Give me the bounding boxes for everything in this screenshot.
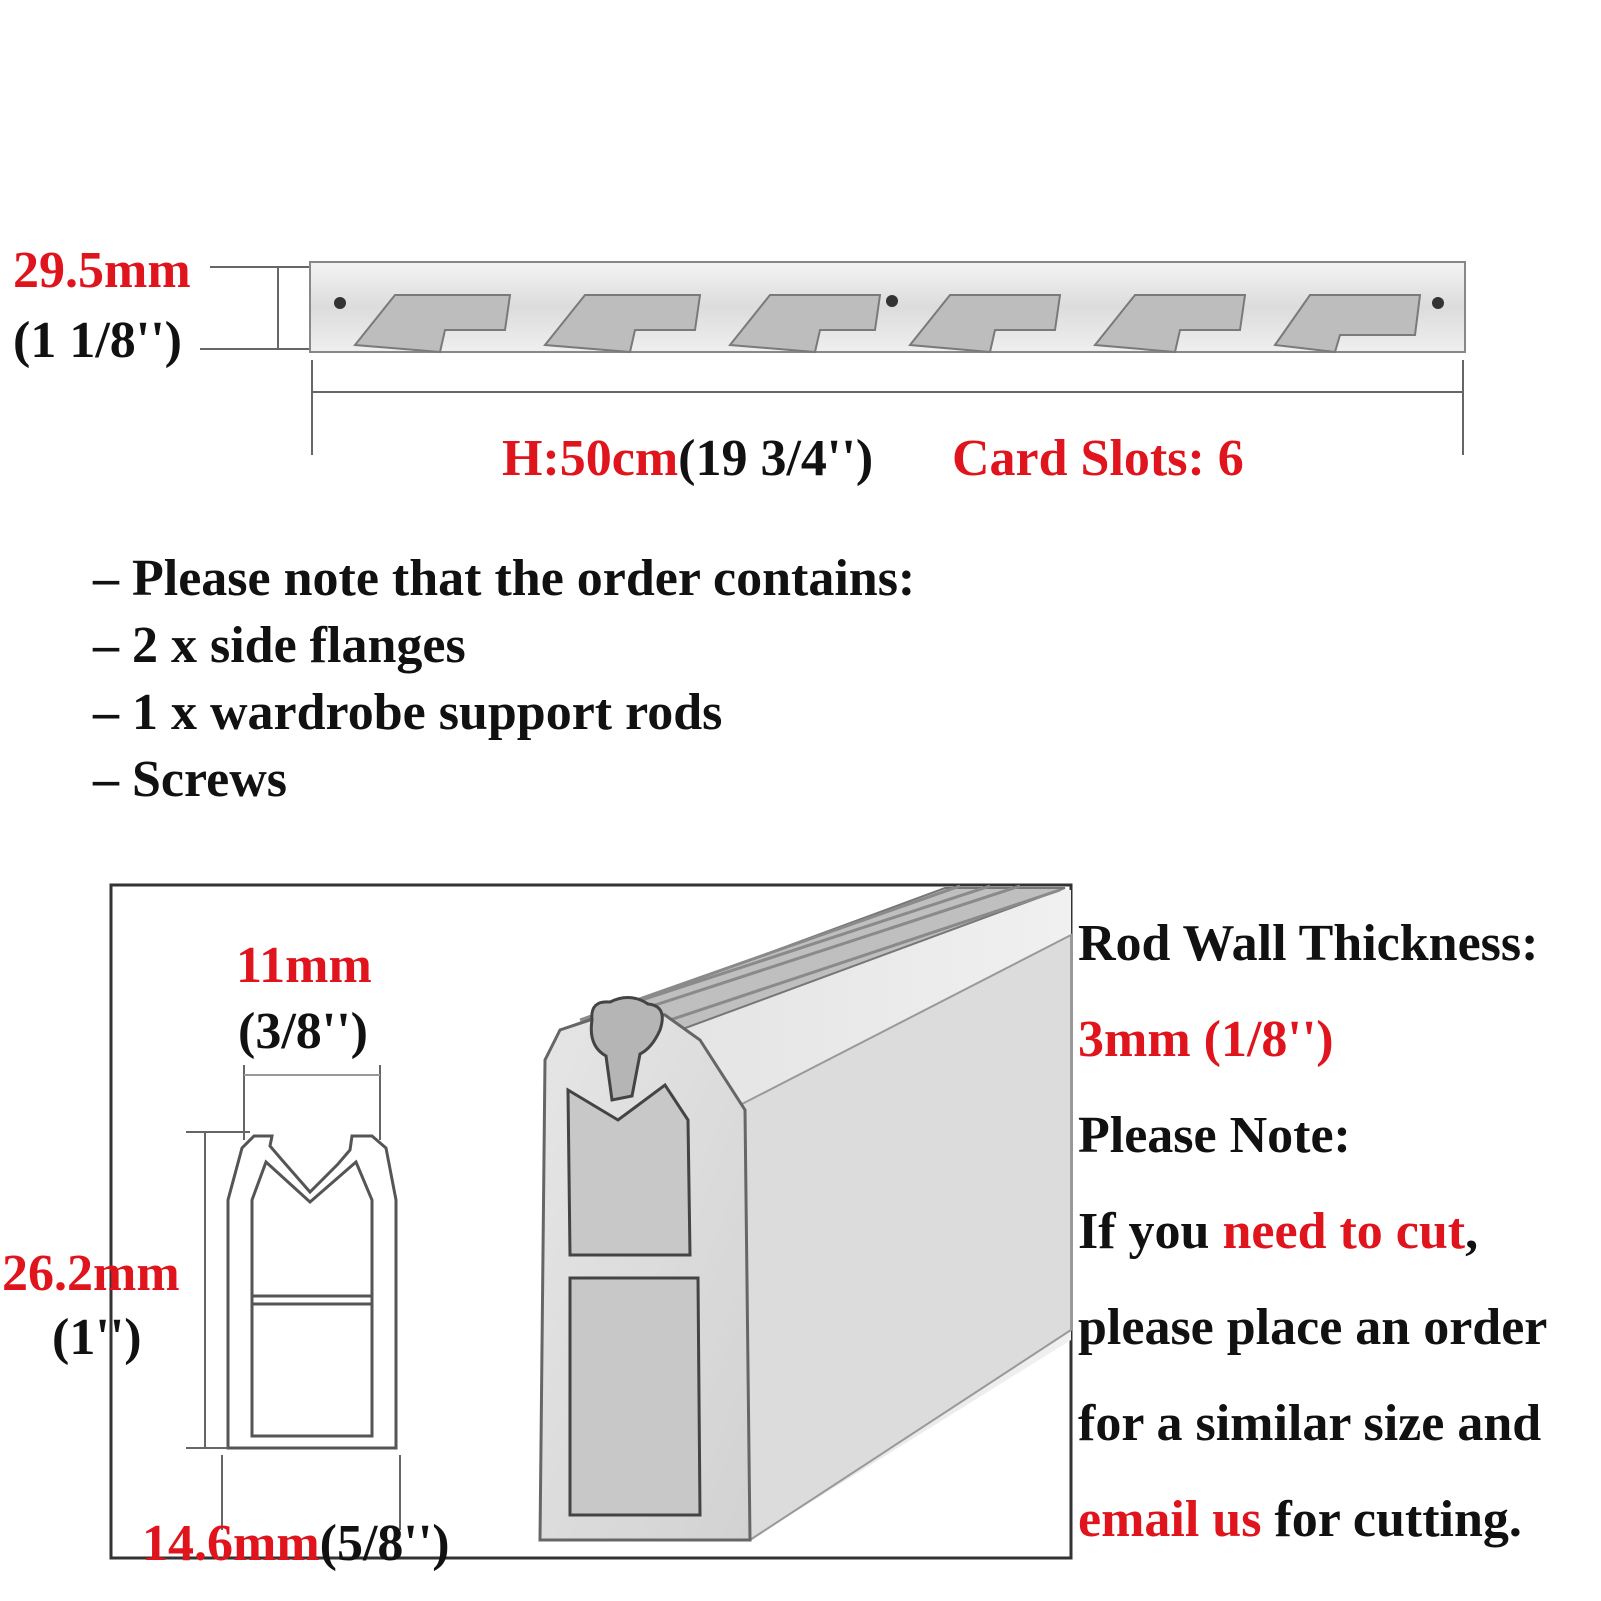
flange-slot — [543, 294, 702, 354]
contents-item: – 1 x wardrobe support rods — [93, 684, 723, 741]
note-line4-a: email us — [1078, 1491, 1262, 1548]
flange-length-cm: H:50cm — [502, 430, 679, 487]
rod-3d-render — [538, 884, 1072, 1542]
rod-width-mm: 11mm — [236, 937, 372, 994]
note-line: for a similar size and — [1078, 1395, 1542, 1452]
contents-item: – Screws — [93, 751, 288, 808]
flange-slot — [908, 294, 1062, 354]
wall-thickness-title: Rod Wall Thickness: — [1078, 915, 1539, 972]
flange-screw-hole — [1432, 297, 1444, 309]
flange-length-in: (19 3/4'') — [678, 430, 874, 487]
rod-profile-outline — [226, 1134, 398, 1450]
flange-screw-hole — [886, 295, 898, 307]
rod-base-in: (5/8'') — [319, 1515, 450, 1572]
note-line1-c: , — [1465, 1203, 1479, 1260]
flange-length-label: H:50cm(19 3/4'') — [502, 433, 873, 485]
note-line1-b: need to cut — [1222, 1203, 1466, 1260]
note-line: If you need to cut, — [1078, 1206, 1478, 1258]
note-line1-a: If you — [1078, 1203, 1223, 1260]
flange-height-in: (1 1/8'') — [13, 312, 182, 369]
note-line4-b: for cutting. — [1261, 1491, 1522, 1548]
note-line: please place an order — [1078, 1299, 1548, 1356]
rod-height-mm: 26.2mm — [2, 1245, 180, 1302]
wall-thickness-value: 3mm (1/8'') — [1078, 1011, 1334, 1068]
rod-base-label: 14.6mm(5/8'') — [142, 1518, 450, 1570]
rod-width-in: (3/8'') — [238, 1003, 368, 1060]
flange-card-slots: Card Slots: 6 — [952, 430, 1244, 487]
flange-slot — [353, 294, 512, 354]
flange-slot — [1273, 294, 1422, 354]
rod-height-in: (1'') — [52, 1309, 142, 1366]
rod-base-mm: 14.6mm — [142, 1515, 320, 1572]
contents-item: – 2 x side flanges — [93, 617, 466, 674]
flange-slot — [1093, 294, 1247, 354]
flange-slot — [728, 294, 882, 354]
flange-drawing — [200, 261, 1466, 455]
contents-heading: – Please note that the order contains: — [93, 550, 916, 607]
note-title: Please Note: — [1078, 1107, 1351, 1164]
flange-slots — [353, 294, 1422, 354]
note-line: email us for cutting. — [1078, 1494, 1522, 1546]
flange-screw-hole — [334, 297, 346, 309]
flange-height-mm: 29.5mm — [13, 242, 191, 299]
